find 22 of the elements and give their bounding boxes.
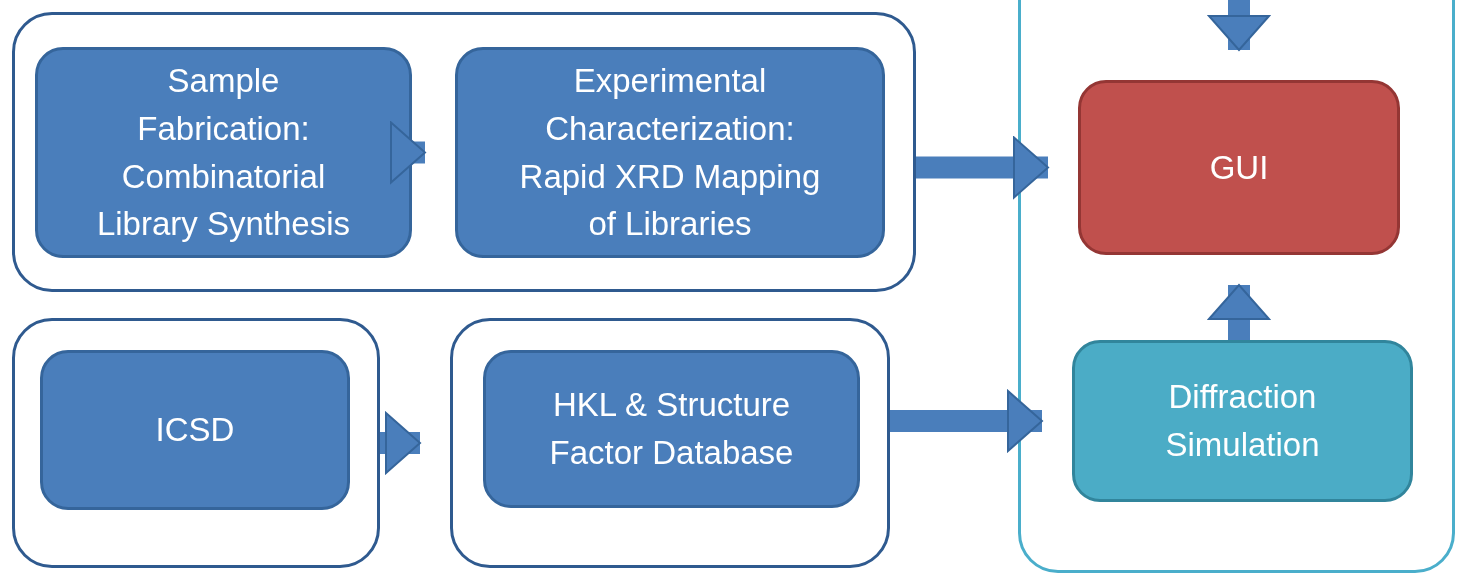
block-arrow [1208, 0, 1270, 51]
process-box [1078, 80, 1400, 255]
box-label: Sample Fabrication: Combinatorial Library Synthesis [95, 60, 352, 245]
block-arrow [916, 136, 1049, 199]
process-box [40, 350, 350, 510]
group-box [12, 12, 916, 292]
group-box [12, 318, 380, 568]
block-arrow [380, 412, 421, 474]
process-box [1072, 340, 1413, 502]
box-label: HKL & Structure Factor Database [548, 385, 795, 473]
box-label: ICSD [155, 410, 235, 451]
box-label: GUI [1209, 147, 1269, 188]
box-label: Diffraction Simulation [1164, 377, 1321, 465]
block-arrow [390, 121, 426, 184]
panel [1018, 0, 1455, 573]
block-arrow [1208, 284, 1270, 340]
process-box [35, 47, 412, 258]
block-arrow [890, 390, 1043, 452]
box-label: Experimental Characterization: Rapid XRD Mapping of Libraries [518, 60, 822, 245]
process-box [483, 350, 860, 508]
group-box [450, 318, 890, 568]
process-box [455, 47, 885, 258]
